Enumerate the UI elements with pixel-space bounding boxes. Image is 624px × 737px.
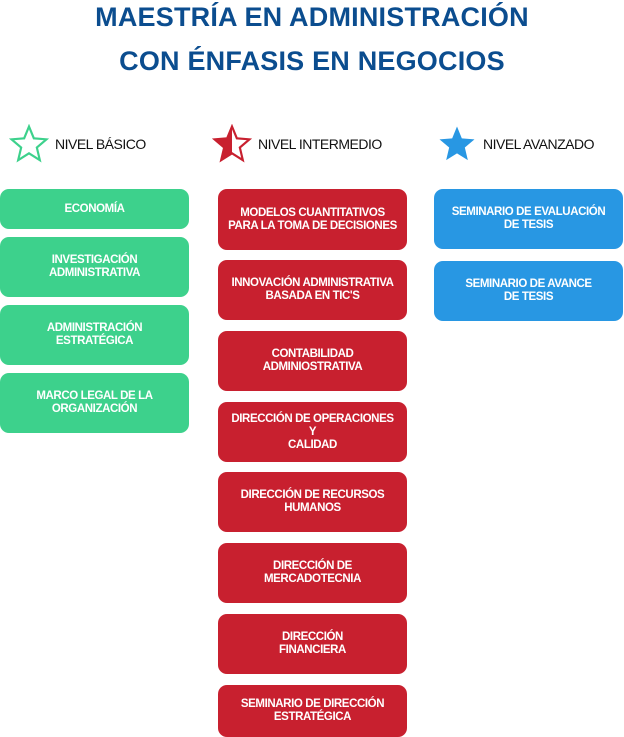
course-box: SEMINARIO DE EVALUACIÓN DE TESIS [434,189,623,249]
course-box: MODELOS CUANTITATIVOS PARA LA TOMA DE DE… [218,189,407,250]
page-title-line-1: MAESTRÍA EN ADMINISTRACIÓN [95,2,529,32]
star-filled-icon [439,126,475,161]
course-box: DIRECCIÓN FINANCIERA [218,614,407,674]
level-advanced-header: NIVEL AVANZADO [437,124,595,164]
level-intermediate-label: NIVEL INTERMEDIO [258,136,382,152]
course-box: DIRECCIÓN DE MERCADOTECNIA [218,543,407,603]
course-box: ECONOMÍA [0,189,189,229]
level-basic-header: NIVEL BÁSICO [9,124,146,164]
course-box: MARCO LEGAL DE LA ORGANIZACIÓN [0,373,189,433]
level-intermediate-header: NIVEL INTERMEDIO [212,124,382,164]
course-box: DIRECCIÓN DE RECURSOS HUMANOS [218,472,407,532]
course-box: ADMINISTRACIÓN ESTRATÉGICA [0,305,189,365]
page-title-line-2: CON ÉNFASIS EN NEGOCIOS [119,46,505,76]
course-box: SEMINARIO DE AVANCE DE TESIS [434,261,623,321]
course-box: CONTABILIDAD ADMINIOSTRATIVA [218,331,407,391]
course-box: INVESTIGACIÓN ADMINISTRATIVA [0,237,189,297]
course-box: INNOVACIÓN ADMINISTRATIVA BASADA EN TIC'… [218,260,407,320]
course-box: DIRECCIÓN DE OPERACIONES Y CALIDAD [218,402,407,462]
level-advanced-label: NIVEL AVANZADO [483,136,595,152]
star-half-icon [212,124,252,163]
course-box: SEMINARIO DE DIRECCIÓN ESTRATÉGICA [218,685,407,737]
star-outline-icon [9,124,49,163]
level-basic-label: NIVEL BÁSICO [55,136,146,152]
